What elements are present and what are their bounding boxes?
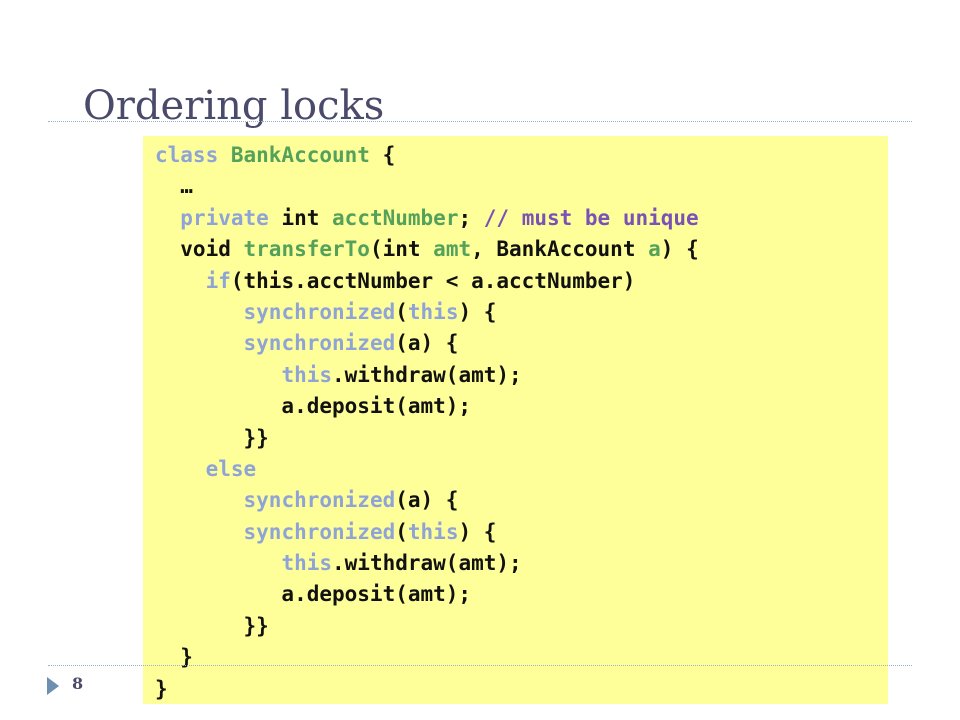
code-token: } (155, 645, 193, 670)
code-token: synchronized (243, 519, 396, 544)
code-token: }} (155, 425, 269, 450)
code-token (155, 363, 281, 387)
code-line: this.withdraw(amt); (155, 360, 888, 391)
code-token: private (180, 205, 269, 230)
code-token: synchronized (243, 488, 396, 513)
title-divider (48, 121, 912, 122)
code-token: void (155, 237, 244, 262)
code-line: a.deposit(amt); (155, 391, 888, 422)
code-token: else (205, 456, 257, 481)
code-token (155, 457, 206, 481)
code-token: synchronized (243, 331, 396, 356)
code-token (155, 269, 206, 293)
code-line: } (155, 642, 888, 673)
code-token (155, 331, 244, 355)
code-token: { (369, 143, 396, 167)
code-token: transferTo (243, 237, 370, 262)
code-block: class BankAccount { … private int acctNu… (143, 136, 888, 704)
code-token: .withdraw(amt); (332, 362, 522, 387)
code-token (155, 488, 244, 512)
code-token (155, 300, 244, 324)
code-token: ) { (458, 299, 497, 324)
code-token: … (155, 174, 193, 199)
code-line: synchronized(a) { (155, 328, 888, 359)
code-token: }} (155, 613, 269, 638)
code-line: else (155, 454, 888, 485)
code-token: ( (395, 519, 408, 544)
code-token: a (648, 237, 661, 262)
code-token: this (407, 519, 459, 544)
code-token: , BankAccount (471, 237, 649, 262)
code-token (155, 551, 281, 575)
code-token: this (281, 362, 333, 387)
code-token: acctNumber (332, 205, 459, 230)
slide-title: Ordering locks (83, 83, 385, 129)
code-token: amt (433, 237, 472, 262)
code-token: (a) { (395, 488, 459, 513)
code-token (155, 520, 244, 544)
code-line: class BankAccount { (155, 140, 888, 171)
code-line: synchronized(this) { (155, 297, 888, 328)
code-line: synchronized(a) { (155, 485, 888, 516)
code-token: (int (369, 237, 434, 262)
code-token: if (205, 268, 231, 293)
code-line: if(this.acctNumber < a.acctNumber) (155, 266, 888, 297)
code-token: } (155, 676, 168, 701)
code-token: this (281, 551, 333, 576)
code-token: ) { (660, 237, 699, 262)
code-token: BankAccount (230, 143, 370, 167)
code-line: }} (155, 423, 888, 454)
code-line: a.deposit(amt); (155, 579, 888, 610)
code-token: int (268, 205, 333, 230)
code-token: ( (395, 299, 408, 324)
code-token: (a) { (395, 331, 459, 356)
code-line: }} (155, 611, 888, 642)
page-number: 8 (72, 674, 84, 693)
code-token: a.deposit(amt); (155, 582, 472, 607)
code-line: } (155, 674, 888, 705)
code-line: private int acctNumber; // must be uniqu… (155, 203, 888, 234)
code-token: (this.acctNumber < a.acctNumber) (230, 268, 636, 293)
code-token: class (155, 143, 231, 167)
code-token: this (407, 299, 459, 324)
footer-divider (48, 665, 912, 666)
code-line: this.withdraw(amt); (155, 548, 888, 579)
code-line: synchronized(this) { (155, 517, 888, 548)
code-line: … (155, 171, 888, 202)
code-token: .withdraw(amt); (332, 551, 522, 576)
code-token: a.deposit(amt); (155, 394, 472, 419)
triangle-bullet-icon (47, 677, 59, 695)
code-token: // must be unique (483, 205, 699, 230)
code-token: ; (458, 205, 484, 230)
code-token (155, 206, 180, 230)
code-line: void transferTo(int amt, BankAccount a) … (155, 234, 888, 265)
code-token: ) { (458, 519, 497, 544)
code-token: synchronized (243, 299, 396, 324)
